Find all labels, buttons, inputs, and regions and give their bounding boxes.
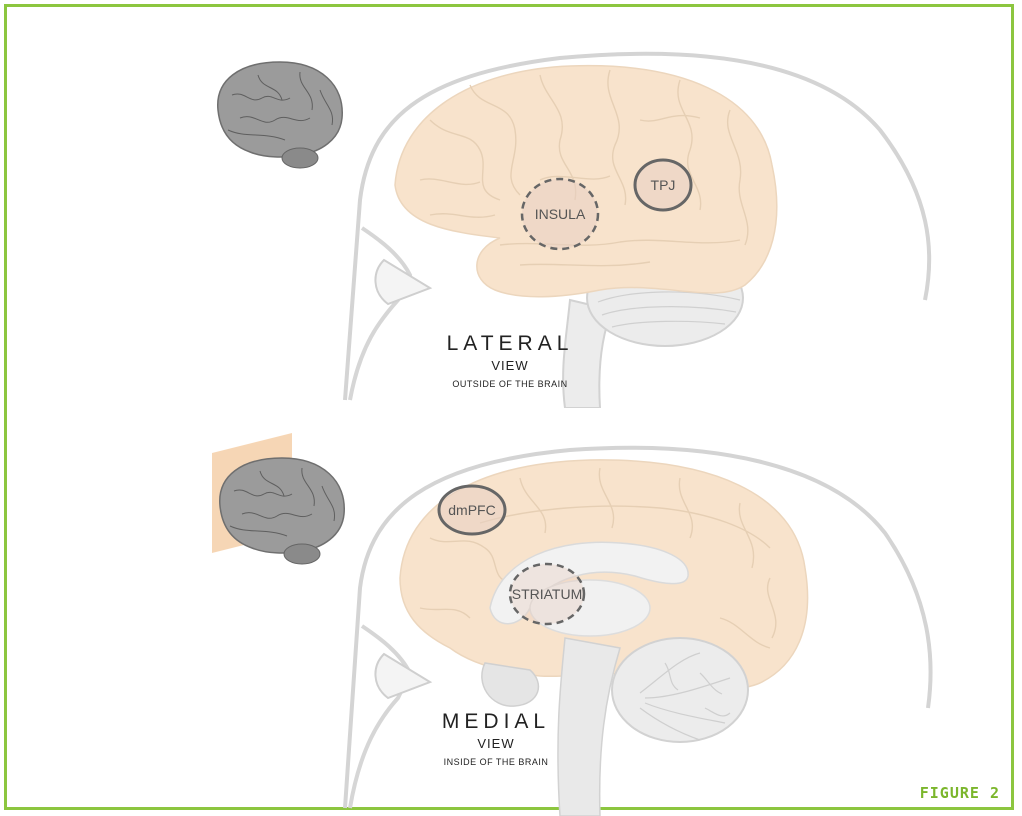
tpj-label: TPJ [651, 177, 676, 193]
lateral-caption-text: OUTSIDE OF THE BRAIN [400, 379, 620, 389]
lateral-subtitle-text: VIEW [400, 358, 620, 373]
lateral-title-text: LATERAL [400, 332, 620, 356]
lateral-view-title: LATERAL VIEW OUTSIDE OF THE BRAIN [400, 332, 620, 389]
medial-view-title: MEDIAL VIEW INSIDE OF THE BRAIN [386, 710, 606, 767]
insula-label: INSULA [535, 206, 586, 222]
cerebellum [612, 638, 748, 742]
dmpfc-label: dmPFC [448, 502, 495, 518]
lateral-orientation-brain-thumbnail [218, 62, 342, 168]
medial-subtitle-text: VIEW [386, 736, 606, 751]
medial-view-panel: dmPFC STRIATUM MEDIAL VIEW INSIDE OF THE… [0, 408, 1022, 816]
pituitary-region [482, 663, 539, 706]
figure-label: FIGURE 2 [920, 784, 1000, 802]
striatum-label: STRIATUM [512, 586, 583, 602]
medial-caption-text: INSIDE OF THE BRAIN [386, 757, 606, 767]
medial-title-text: MEDIAL [386, 710, 606, 734]
cerebrum [395, 66, 777, 297]
lateral-view-panel: INSULA TPJ LATERAL VIEW OUTSIDE OF THE B… [0, 0, 1022, 408]
medial-orientation-brain-thumbnail [212, 433, 344, 564]
